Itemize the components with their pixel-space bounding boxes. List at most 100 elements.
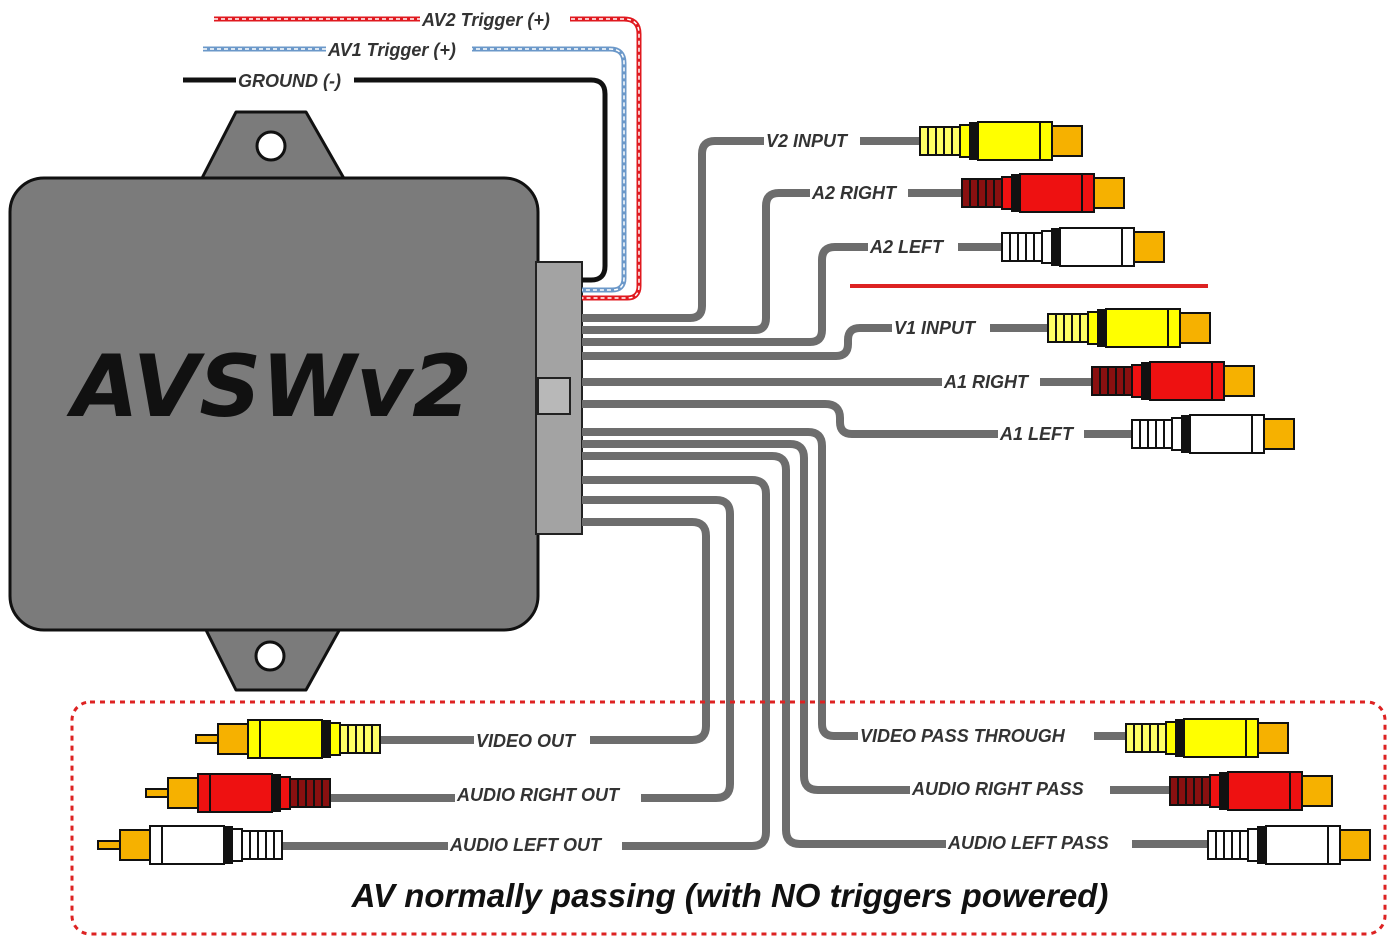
- plug-segment: [1087, 311, 1099, 345]
- plug-segment: [1059, 227, 1123, 267]
- plug-segment: [1093, 177, 1125, 209]
- plug-segment: [279, 776, 291, 810]
- cable-audio-left-out: [282, 476, 770, 850]
- plug-segment: [297, 778, 307, 808]
- plug-segment: [1001, 176, 1013, 210]
- trigger-wires: [183, 16, 642, 301]
- plug-segment: [1245, 718, 1259, 758]
- plug-segment: [977, 121, 1041, 161]
- ground-wire: [183, 77, 608, 283]
- plug-segment: [209, 773, 273, 813]
- plug-segment: [1115, 366, 1125, 396]
- plug-segment: [961, 178, 971, 208]
- plug-segment: [339, 724, 349, 754]
- plug-segment: [1209, 774, 1221, 808]
- plug-segment: [1189, 414, 1253, 454]
- rca-plugs: [97, 121, 1371, 865]
- plug-segment: [265, 830, 275, 860]
- plug-segment: [1133, 231, 1165, 263]
- cable-audio-right-out: [330, 496, 734, 802]
- plug-segment: [271, 774, 281, 812]
- plug-segment: [1009, 232, 1019, 262]
- plug-segment: [1097, 309, 1107, 347]
- plug-segment: [321, 720, 331, 758]
- plug-segment: [249, 830, 259, 860]
- cable-a2-left: [582, 243, 1002, 346]
- plug-segment: [1207, 830, 1217, 860]
- plug-segment: [1063, 313, 1073, 343]
- plug-segment: [951, 126, 961, 156]
- plug-video-pass-through: [1125, 718, 1289, 758]
- plug-segment: [257, 830, 267, 860]
- plug-v2-input: [919, 121, 1083, 161]
- plug-segment: [1183, 718, 1247, 758]
- plug-segment: [993, 178, 1003, 208]
- plug-segment: [1219, 772, 1229, 810]
- plug-segment: [1157, 723, 1167, 753]
- plug-segment: [1167, 308, 1181, 348]
- cable-a2-right: [582, 189, 962, 334]
- plug-segment: [1001, 232, 1011, 262]
- plug-segment: [1301, 775, 1333, 807]
- plug-segment: [1265, 825, 1329, 865]
- signal-cables: [282, 137, 1208, 850]
- plug-segment: [1011, 174, 1021, 212]
- plug-segment: [1091, 366, 1101, 396]
- plug-v1-input: [1047, 308, 1211, 348]
- label-video-pass-through: VIDEO PASS THROUGH: [860, 726, 1066, 746]
- plug-segment: [1175, 719, 1185, 757]
- plug-segment: [959, 124, 971, 158]
- plug-segment: [1139, 419, 1149, 449]
- plug-segment: [167, 777, 199, 809]
- plug-segment: [977, 178, 987, 208]
- plug-segment: [363, 724, 373, 754]
- plug-audio-right-pass: [1169, 771, 1333, 811]
- plug-a2-left: [1001, 227, 1165, 267]
- plug-pin: [97, 840, 121, 850]
- plug-segment: [985, 178, 995, 208]
- plug-segment: [1257, 722, 1289, 754]
- module-housing: AVSWv2: [8, 110, 583, 692]
- cable-v1-input: [582, 324, 1048, 360]
- footer-note: AV normally passing (with NO triggers po…: [351, 877, 1109, 914]
- plug-segment: [969, 178, 979, 208]
- plug-segment: [1215, 830, 1225, 860]
- label-a1-right: A1 RIGHT: [943, 372, 1030, 392]
- label-video-out: VIDEO OUT: [476, 731, 577, 751]
- plug-segment: [943, 126, 953, 156]
- label-a2-right: A2 RIGHT: [811, 183, 898, 203]
- plug-segment: [1177, 776, 1187, 806]
- cable-audio-left-pass: [582, 452, 1208, 848]
- connector-notch: [537, 377, 571, 415]
- plug-segment: [149, 825, 163, 865]
- plug-audio-right-out: [145, 773, 331, 813]
- plug-segment: [1047, 313, 1057, 343]
- plug-segment: [273, 830, 283, 860]
- plug-a1-right: [1091, 361, 1255, 401]
- plug-segment: [1163, 419, 1173, 449]
- label-a2-left: A2 LEFT: [869, 237, 945, 257]
- plug-segment: [1223, 365, 1255, 397]
- plug-segment: [217, 723, 249, 755]
- plug-segment: [1149, 723, 1159, 753]
- plug-segment: [1041, 230, 1053, 264]
- label-v1-input: V1 INPUT: [894, 318, 977, 338]
- plug-segment: [355, 724, 365, 754]
- plug-segment: [1071, 313, 1081, 343]
- plug-segment: [1039, 121, 1053, 161]
- plug-audio-left-out: [97, 825, 283, 865]
- mounting-hole-top: [255, 130, 287, 162]
- plug-segment: [223, 826, 233, 864]
- plug-segment: [1239, 830, 1249, 860]
- cable-video-pass: [582, 428, 1128, 740]
- plug-segment: [1185, 776, 1195, 806]
- cable-v2-input: [582, 137, 922, 322]
- av1-trigger-label: AV1 Trigger (+): [327, 40, 456, 60]
- plug-a2-right: [961, 173, 1125, 213]
- normally-passing-group-border: [70, 700, 1387, 936]
- plug-segment: [289, 778, 299, 808]
- plug-segment: [927, 126, 937, 156]
- plug-video-out: [195, 719, 381, 759]
- plug-segment: [1025, 232, 1035, 262]
- plug-segment: [313, 778, 323, 808]
